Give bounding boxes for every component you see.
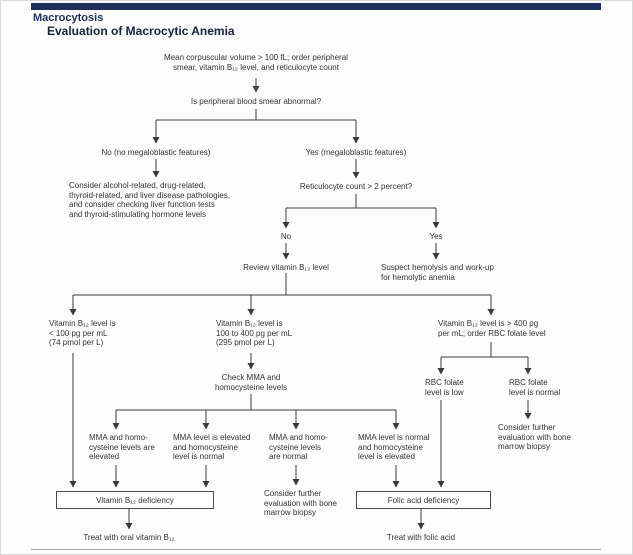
node-biopsy-mid: Consider further evaluation with bone ma… <box>264 489 337 517</box>
bottom-rule <box>31 549 601 550</box>
node-mma-both-normal: MMA and homo- cysteine levels are normal <box>269 433 328 461</box>
node-rbc-folate-low: RBC folate level is low <box>425 378 464 397</box>
node-reticulocyte-question: Reticulocyte count > 2 percent? <box>299 182 413 191</box>
node-nonmegaloblastic-workup: Consider alcohol-related, drug-related, … <box>69 181 230 219</box>
node-b12-high: Vitamin B₁₂ level is > 400 pg per mL; or… <box>438 319 546 338</box>
node-biopsy-right: Consider further evaluation with bone ma… <box>498 423 571 451</box>
node-treat-oral-b12: Treat with oral vitamin B₁₂ <box>83 533 175 542</box>
node-hemolysis-workup: Suspect hemolysis and work-up for hemoly… <box>381 263 494 282</box>
node-mma-elevated-hcy-normal: MMA level is elevated and homocysteine l… <box>173 433 251 461</box>
node-retic-yes: Yes <box>429 232 443 241</box>
node-treat-folic-acid: Treat with folic acid <box>386 533 456 542</box>
figure-title: Evaluation of Macrocytic Anemia <box>47 24 235 38</box>
node-mma-both-elevated: MMA and homo- cysteine levels are elevat… <box>89 433 155 461</box>
node-b12-mid: Vitamin B₁₂ level is 100 to 400 pg per m… <box>216 319 293 347</box>
section-divider-bar <box>31 3 601 10</box>
node-retic-no: No <box>280 232 292 241</box>
node-review-b12: Review vitamin B₁₂ level <box>243 263 329 272</box>
node-mcv-order: Mean corpuscular volume > 100 fL; order … <box>164 53 348 72</box>
node-yes-branch: Yes (megaloblastic features) <box>305 148 407 157</box>
node-b12-low: Vitamin B₁₂ level is < 100 pg per mL (74… <box>49 319 116 347</box>
node-no-branch: No (no megaloblastic features) <box>101 148 211 157</box>
node-smear-question: Is peripheral blood smear abnormal? <box>190 97 322 106</box>
node-folic-deficiency-box: Folic acid deficiency <box>356 491 491 509</box>
node-mma-normal-hcy-elevated: MMA level is normal and homocysteine lev… <box>358 433 430 461</box>
section-title: Macrocytosis <box>33 12 104 24</box>
node-rbc-folate-normal: RBC folate level is normal <box>509 378 561 397</box>
node-b12-deficiency-box: Vitamin B₁₂ deficiency <box>56 491 214 509</box>
node-check-mma: Check MMA and homocysteine levels <box>214 373 288 392</box>
